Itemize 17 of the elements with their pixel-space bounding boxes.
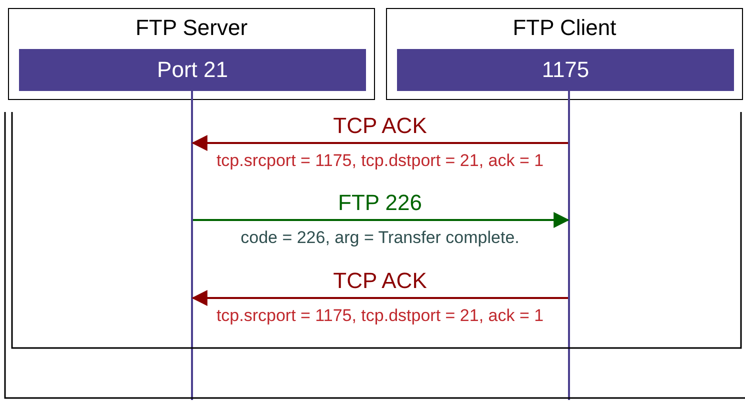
participant-name: FTP Client xyxy=(512,15,618,41)
message-detail: tcp.srcport = 1175, tcp.dstport = 21, ack = 1 xyxy=(216,306,544,326)
port-bar: Port 21 xyxy=(19,49,366,91)
edge-label: FTP 226 xyxy=(338,190,422,216)
port-bar: 1175 xyxy=(397,49,734,91)
message-arrow xyxy=(191,290,568,306)
message-detail: tcp.srcport = 1175, tcp.dstport = 21, ack = 1 xyxy=(216,151,544,171)
message-arrow xyxy=(193,212,570,228)
lifeline xyxy=(191,90,193,400)
lifeline xyxy=(568,90,570,400)
participant-name: FTP Server xyxy=(134,15,249,41)
edge-label: TCP ACK xyxy=(333,113,427,139)
participant-box xyxy=(386,8,743,100)
participant-box xyxy=(8,8,375,100)
message-arrow xyxy=(191,135,568,151)
edge-label: TCP ACK xyxy=(333,268,427,294)
message-detail: code = 226, arg = Transfer complete. xyxy=(240,228,520,248)
